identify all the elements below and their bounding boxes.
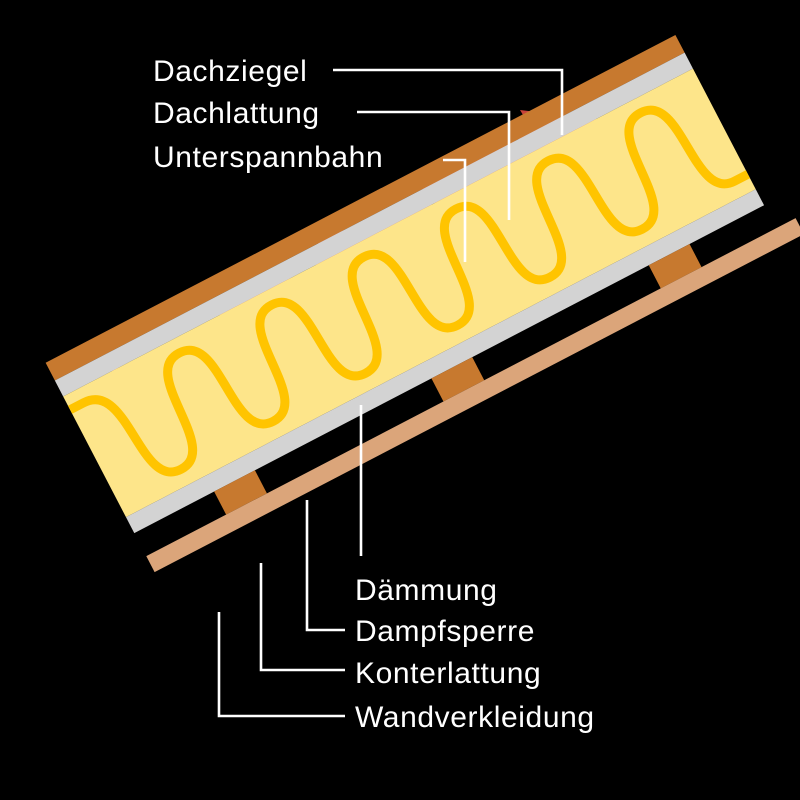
label-unterspannbahn: Unterspannbahn <box>153 141 383 174</box>
label-wandverkleidung: Wandverkleidung <box>355 701 595 734</box>
label-dachlattung: Dachlattung <box>153 97 320 130</box>
label-dachziegel: Dachziegel <box>153 55 307 88</box>
roof-battens <box>45 34 685 381</box>
leader-line-dampfsperre <box>305 500 345 632</box>
counter-batten-1 <box>214 470 267 515</box>
counter-batten-2 <box>431 357 485 402</box>
label-daemmung: Dämmung <box>355 574 498 607</box>
leader-line-wandverkleidung <box>217 612 345 718</box>
membrane-top <box>54 52 693 397</box>
leader-line-konterlattung <box>259 563 345 672</box>
label-konterlattung: Konterlattung <box>355 657 541 690</box>
layer-stack <box>45 34 800 573</box>
leader-line-dachziegel <box>333 68 564 135</box>
leader-line-unterspannbahn <box>443 158 467 262</box>
counter-batten-3 <box>648 244 702 289</box>
wall-cladding <box>146 218 800 573</box>
insulation-wave <box>68 105 750 477</box>
label-dampfsperre: Dampfsperre <box>355 615 535 648</box>
vapor-barrier <box>125 189 765 534</box>
leader-line-dachlattung <box>357 110 511 220</box>
